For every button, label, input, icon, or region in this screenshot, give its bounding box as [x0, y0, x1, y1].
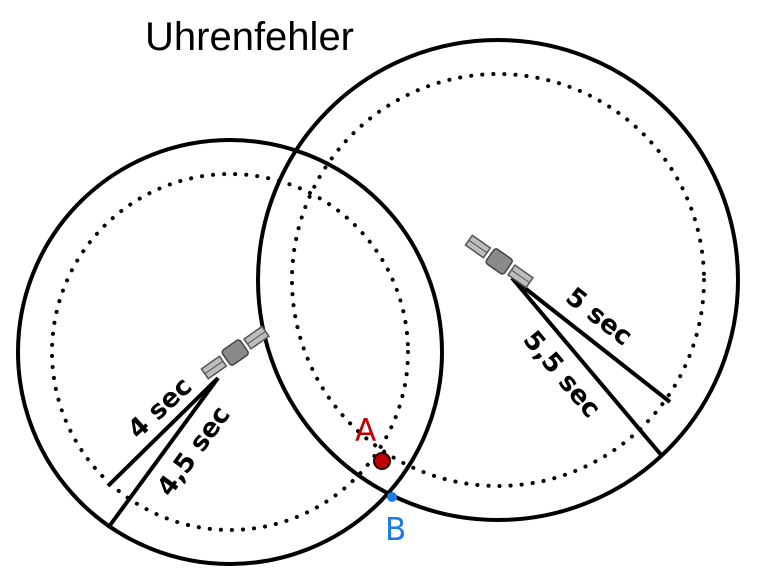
point-a-marker	[373, 452, 391, 470]
satellite-left-radius-4-5s	[106, 376, 220, 530]
point-a-label: A	[355, 413, 376, 449]
satellite-right-inner-dotted-circle	[290, 72, 706, 488]
diagram-title: Uhrenfehler	[145, 15, 354, 59]
label-5-sec: 5 sec	[560, 282, 638, 352]
satellite-right-radius-5s	[510, 276, 672, 404]
satellite-left-outer-circle	[16, 138, 444, 566]
point-b-marker	[387, 492, 397, 502]
satellite-right-circles	[256, 38, 740, 522]
point-b-label: B	[385, 512, 406, 548]
satellite-right-outer-circle	[256, 38, 740, 522]
satellite-left-circles	[16, 138, 444, 566]
satellite-left-icon	[200, 325, 270, 380]
satellite-left-radius-4s	[106, 376, 220, 488]
satellite-left-inner-dotted-circle	[50, 172, 410, 532]
satellite-right-radius-5-5s	[510, 276, 664, 458]
satellite-right-icon	[464, 234, 534, 289]
